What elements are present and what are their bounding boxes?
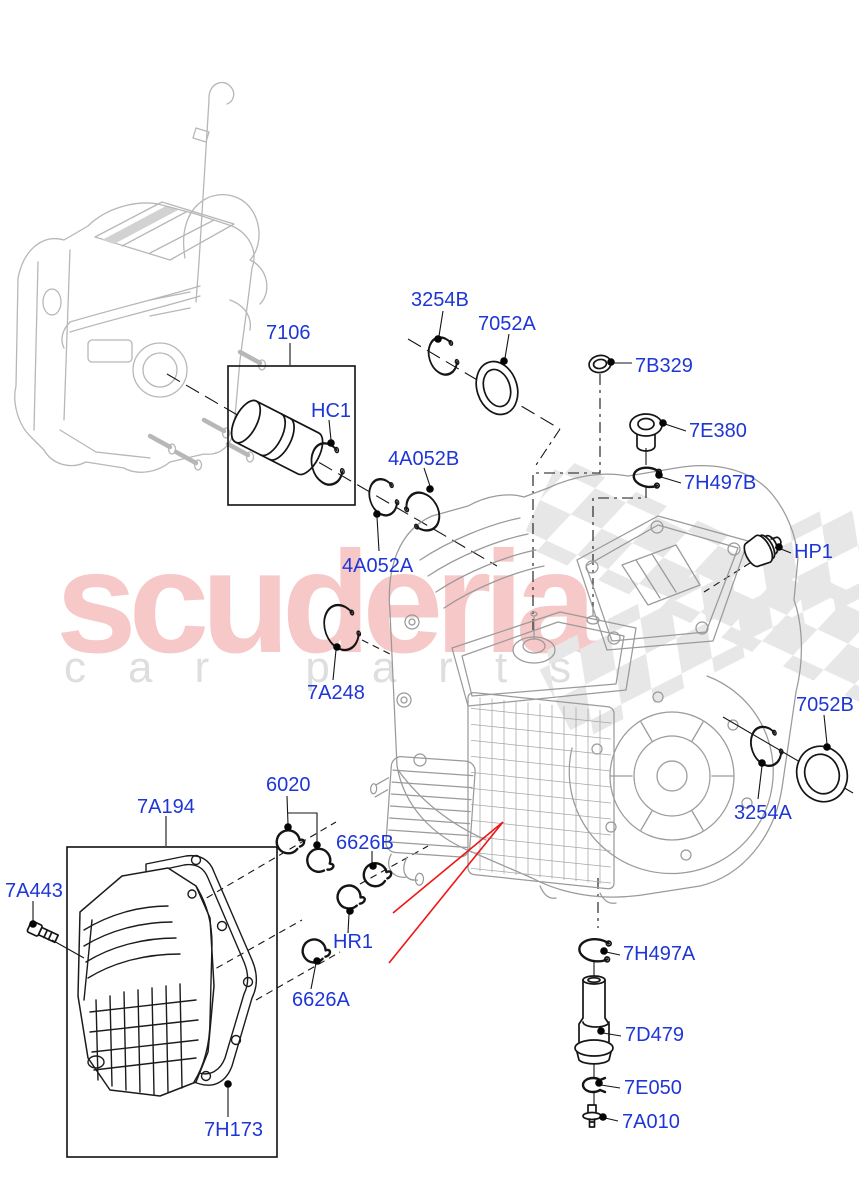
part-label-7h497b[interactable]: 7H497B xyxy=(684,472,756,494)
part-label-7h497a[interactable]: 7H497A xyxy=(623,943,696,965)
seal-7052b-drawing xyxy=(795,745,849,803)
checkered-flag-band xyxy=(519,456,859,713)
part-label-6626a[interactable]: 6626A xyxy=(292,989,350,1011)
seal-7052a-drawing xyxy=(475,360,519,416)
assembly-axis-lines xyxy=(166,338,751,1001)
part-label-7e380[interactable]: 7E380 xyxy=(689,420,747,442)
clip-7e050-drawing xyxy=(581,1076,607,1094)
ring-4a052a-drawing xyxy=(368,478,400,517)
pointer-arrow xyxy=(388,821,504,964)
part-label-7052b[interactable]: 7052B xyxy=(796,694,854,716)
part-label-7b329[interactable]: 7B329 xyxy=(635,355,693,377)
ring-3254a-drawing xyxy=(750,725,784,767)
part-labels: 7106 3254B 7052A 7B329 7E380 7H497B HP1 … xyxy=(5,289,854,1141)
part-label-7e050[interactable]: 7E050 xyxy=(624,1077,682,1099)
tube-7d479-drawing xyxy=(574,975,614,1065)
snap-ring-hc1-drawing xyxy=(310,442,345,486)
part-label-hc1[interactable]: HC1 xyxy=(311,400,351,422)
watermark-brand-text: scuderia xyxy=(56,521,598,683)
part-label-4a052b[interactable]: 4A052B xyxy=(388,448,459,470)
part-label-6020[interactable]: 6020 xyxy=(266,774,311,796)
oil-pan-drawing xyxy=(77,867,215,1097)
part-label-3254b[interactable]: 3254B xyxy=(411,289,469,311)
part-label-7h173[interactable]: 7H173 xyxy=(204,1119,263,1141)
clip-6020-drawing xyxy=(301,842,340,881)
plug-hp1-drawing xyxy=(743,534,782,568)
part-label-hr1[interactable]: HR1 xyxy=(333,931,373,953)
ring-3254b-drawing xyxy=(427,336,460,376)
part-label-4a052a[interactable]: 4A052A xyxy=(342,555,414,577)
oil-pan-detail-box xyxy=(26,846,278,1158)
part-label-7d479[interactable]: 7D479 xyxy=(625,1024,684,1046)
part-label-7a248[interactable]: 7A248 xyxy=(307,682,365,704)
part-label-3254a[interactable]: 3254A xyxy=(734,802,792,824)
ring-7a248-drawing xyxy=(323,603,362,652)
ring-4a052b-drawing xyxy=(404,491,441,532)
part-label-7a010[interactable]: 7A010 xyxy=(622,1111,680,1133)
part-label-7052a[interactable]: 7052A xyxy=(478,313,536,335)
part-label-7106[interactable]: 7106 xyxy=(266,322,311,344)
part-label-6626b[interactable]: 6626B xyxy=(336,832,394,854)
snap-ring-7h497a-drawing xyxy=(578,937,613,963)
oil-cooler-drawing xyxy=(370,756,476,886)
part-label-7a194[interactable]: 7A194 xyxy=(137,796,195,818)
bolt-7a010-drawing xyxy=(582,1104,602,1128)
small-parts xyxy=(323,336,854,803)
part-label-7a443[interactable]: 7A443 xyxy=(5,880,63,902)
part-label-hp1[interactable]: HP1 xyxy=(794,541,833,563)
filter-tube-group xyxy=(574,937,614,1128)
breather-7e380-drawing xyxy=(629,413,663,452)
watermark-tagline-text: car parts xyxy=(64,643,613,692)
clip-6626b-drawing xyxy=(360,860,394,890)
filter-detail-box xyxy=(227,365,356,506)
engine-assembly-drawing xyxy=(14,81,268,473)
leader-lines xyxy=(29,310,831,1122)
callout-dots xyxy=(29,335,831,1121)
filter-7106-drawing xyxy=(230,399,324,476)
